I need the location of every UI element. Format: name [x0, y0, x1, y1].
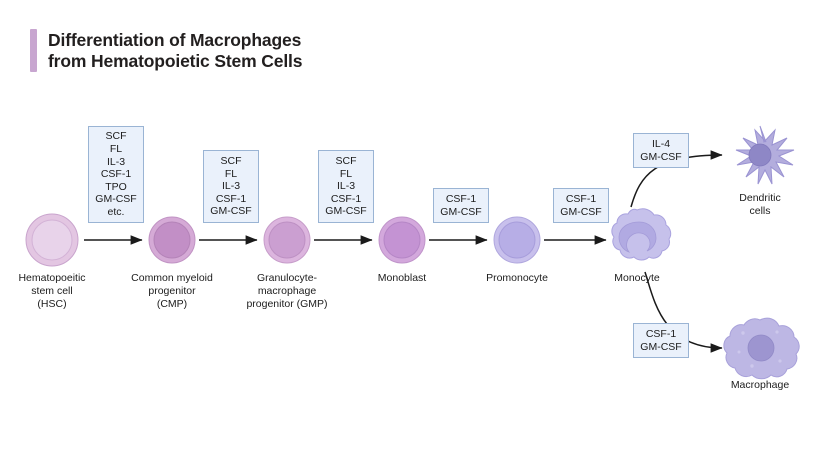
cytokine-item: FL	[224, 167, 238, 180]
cytokine-item: SCF	[335, 155, 357, 168]
cytokine-item: IL-3	[336, 180, 356, 193]
cell-label-hsc: Hematopoeitic stem cell (HSC)	[18, 272, 86, 310]
cell-label-cmp: Common myeloid progenitor (CMP)	[131, 272, 213, 310]
cytokine-item: SCF	[105, 130, 127, 143]
cytokine-box-hsc-to-cmp[interactable]: SCF FL IL-3 CSF-1 TPO GM-CSF etc.	[88, 126, 144, 223]
cytokine-item: SCF	[220, 155, 242, 168]
arrow-monocyte-to-macrophage	[644, 271, 723, 353]
cytokine-item: etc.	[107, 205, 125, 218]
cytokine-item: GM-CSF	[640, 150, 682, 163]
cytokine-item: TPO	[105, 180, 127, 193]
cell-label-dendritic: Dendritic cells	[739, 192, 781, 217]
cell-label-gmp: Granulocyte- macrophage progenitor (GMP)	[246, 272, 328, 310]
title-accent-bar	[30, 29, 37, 72]
cell-monoblast	[378, 216, 426, 264]
cytokine-box-gmp-to-monoblast[interactable]: SCF FL IL-3 CSF-1 GM-CSF	[318, 150, 374, 223]
cell-label-promonocyte: Promonocyte	[486, 272, 548, 284]
cell-label-macrophage: Macrophage	[730, 379, 790, 391]
cytokine-item: GM-CSF	[95, 193, 137, 206]
cytokine-box-monocyte-to-dendritic[interactable]: IL-4 GM-CSF	[633, 133, 689, 168]
cytokine-item: CSF-1	[565, 192, 597, 205]
cytokine-item: GM-CSF	[640, 340, 682, 353]
cytokine-item: GM-CSF	[210, 205, 252, 218]
cytokine-item: IL-4	[651, 137, 671, 150]
cytokine-item: GM-CSF	[325, 205, 367, 218]
cytokine-box-monoblast-to-promonocyte[interactable]: CSF-1 GM-CSF	[433, 188, 489, 223]
cytokine-item: FL	[109, 143, 123, 156]
cytokine-box-promonocyte-to-monocyte[interactable]: CSF-1 GM-CSF	[553, 188, 609, 223]
cytokine-item: IL-3	[221, 180, 241, 193]
cytokine-item: FL	[339, 167, 353, 180]
title-text: Differentiation of Macrophages from Hema…	[48, 30, 303, 71]
page-title: Differentiation of Macrophages from Hema…	[30, 29, 302, 72]
cell-macrophage	[723, 317, 800, 380]
cytokine-item: CSF-1	[330, 192, 362, 205]
arrow-monocyte-to-dendritic	[630, 150, 723, 208]
cytokine-item: CSF-1	[215, 192, 247, 205]
cell-gmp	[263, 216, 311, 264]
cell-hsc	[25, 213, 79, 267]
cytokine-box-cmp-to-gmp[interactable]: SCF FL IL-3 CSF-1 GM-CSF	[203, 150, 259, 223]
cytokine-box-monocyte-to-macrophage[interactable]: CSF-1 GM-CSF	[633, 323, 689, 358]
cytokine-item: GM-CSF	[440, 205, 482, 218]
cell-promonocyte	[493, 216, 541, 264]
cell-cmp	[148, 216, 196, 264]
cell-monocyte	[611, 208, 672, 261]
cytokine-item: GM-CSF	[560, 205, 602, 218]
cytokine-item: IL-3	[106, 155, 126, 168]
cytokine-item: CSF-1	[100, 168, 132, 181]
cytokine-item: CSF-1	[645, 327, 677, 340]
cell-label-monocyte: Monocyte	[614, 272, 660, 284]
cell-label-monoblast: Monoblast	[377, 272, 427, 284]
cell-dendritic	[735, 125, 795, 185]
cytokine-item: CSF-1	[445, 192, 477, 205]
